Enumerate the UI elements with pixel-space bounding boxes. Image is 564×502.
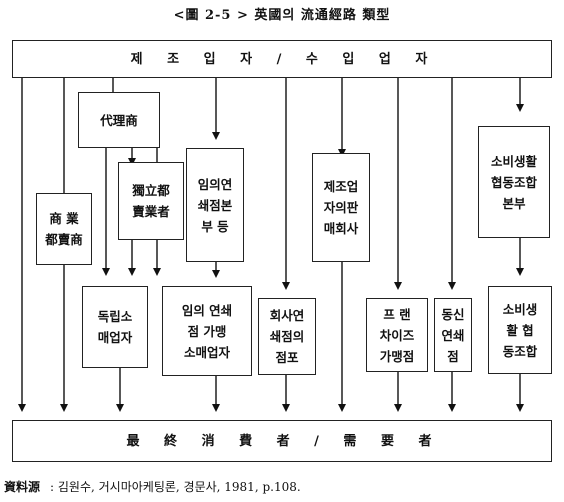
source-note: 資料源 : 김원수, 거시마아케팅론, 경문사, 1981, p.108. [4,478,301,495]
manufacturer-importer-box: 제 조 입 자 / 수 입 업 자 [12,40,552,78]
consumer-coop-box: 소비생 활 협 동조합 [488,286,552,374]
manufacturer-sales-company-box: 제조업 자의판 매회사 [312,153,370,262]
wholesaler-box: 商 業 都賣商 [36,193,92,265]
chain-store-box: 동신 연쇄 점 [434,298,472,372]
independent-wholesaler-box: 獨立都 賣業者 [118,162,184,240]
source-label: 資料源 [4,480,41,494]
agent-box: 代理商 [78,92,160,148]
independent-retailer-box: 독립소 매업자 [82,286,148,368]
coop-hq-box: 소비생활 협동조합 본부 [478,126,550,238]
voluntary-chain-retailer-box: 임의 연쇄 점 가맹 소매업자 [162,286,252,376]
figure-title: <圖 2-5 > 英國의 流通經路 類型 [173,8,391,23]
source-text: : 김원수, 거시마아케팅론, 경문사, 1981, p.108. [50,480,301,494]
final-consumer-box: 最 終 消 費 者 / 需 要 者 [12,420,552,462]
franchise-box: 프 랜 차이즈 가맹점 [366,298,428,372]
corporate-chain-store-box: 회사연 쇄점의 점포 [258,298,316,375]
voluntary-chain-hq-box: 임의연 쇄점본 부 등 [186,148,244,262]
